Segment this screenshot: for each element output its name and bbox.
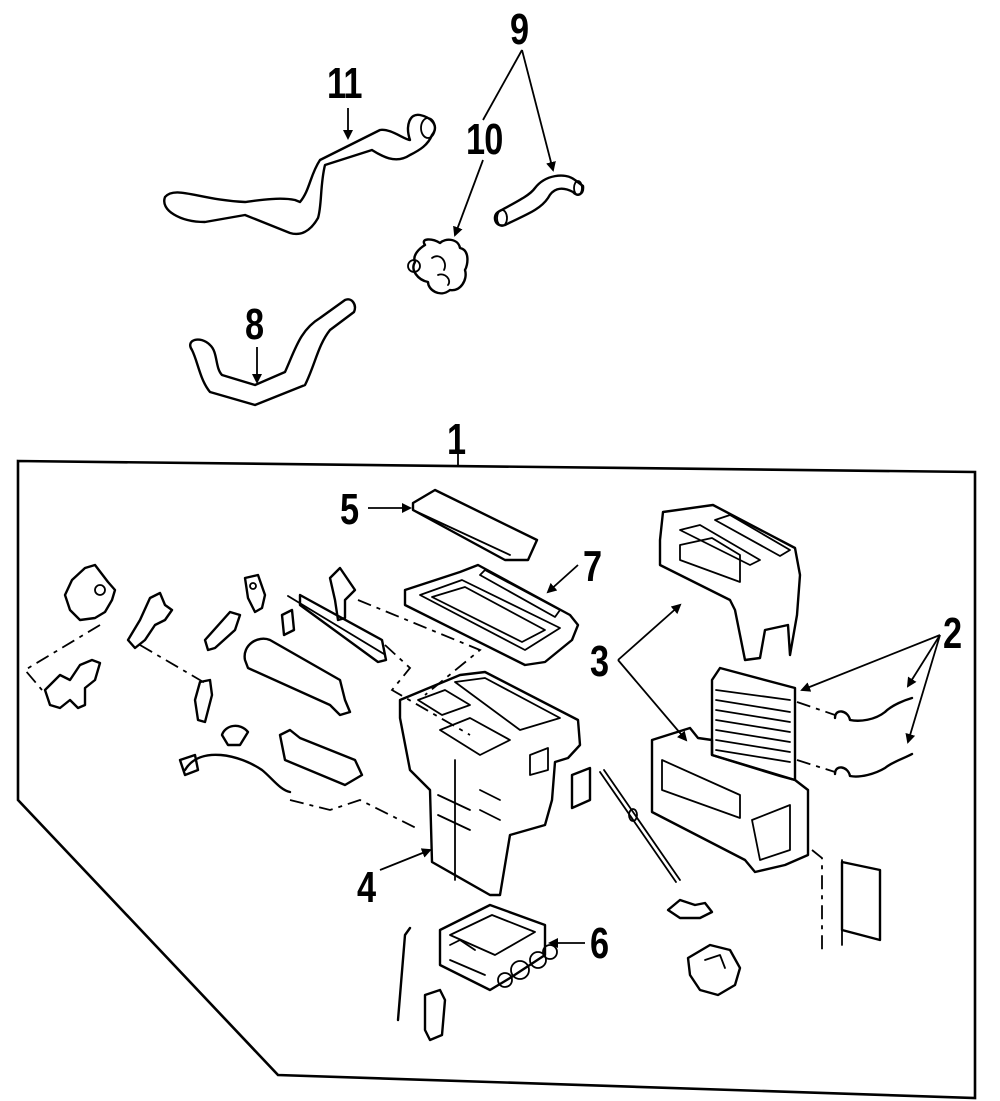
door-shaft[interactable]: [287, 593, 388, 664]
link-line-4: [289, 799, 421, 831]
link-line-3: [357, 599, 482, 736]
top-gasket-7[interactable]: [403, 563, 580, 667]
callout-2: 2: [943, 609, 962, 658]
clip-small[interactable]: [220, 724, 250, 747]
short-hose-9[interactable]: [493, 174, 585, 227]
link-line-1: [23, 624, 101, 691]
actuator-motor[interactable]: [63, 563, 117, 622]
callout-1: 1: [447, 415, 466, 464]
lower-case-4[interactable]: [398, 670, 582, 897]
foam-seal-plate[interactable]: [811, 849, 882, 950]
lower-case-half-3[interactable]: [650, 726, 810, 874]
lever-bracket-left[interactable]: [43, 658, 102, 710]
callout-7: 7: [583, 542, 602, 591]
callout-9: 9: [510, 5, 529, 54]
outlet-housing-6[interactable]: [438, 903, 558, 992]
clip[interactable]: [203, 610, 242, 652]
leader-3b: [617, 659, 688, 742]
callout-3: 3: [590, 637, 609, 686]
control-valve-10[interactable]: [407, 238, 469, 295]
crank-lever[interactable]: [243, 573, 267, 614]
damper-door[interactable]: [278, 728, 364, 787]
callout-8: 8: [245, 300, 264, 349]
upper-case-half-3[interactable]: [658, 503, 802, 662]
seal-pad-5[interactable]: [411, 488, 539, 562]
callout-6: 6: [590, 919, 609, 968]
rod-lower[interactable]: [396, 926, 412, 1022]
mode-door[interactable]: [243, 637, 352, 717]
assembly-frame-1: [16, 459, 977, 1100]
leader-2a: [800, 634, 941, 692]
aspirator-tube[interactable]: [599, 769, 681, 883]
small-bracket[interactable]: [280, 608, 296, 637]
leader-2b: [906, 634, 941, 688]
callout-11: 11: [327, 59, 362, 108]
leader-10: [453, 159, 484, 237]
callout-4: 4: [357, 863, 376, 912]
leader-9a: [482, 49, 523, 121]
heater-core-2[interactable]: [710, 666, 797, 782]
lower-hose-8[interactable]: [189, 298, 357, 407]
link-line-2: [139, 644, 206, 684]
wire-harness[interactable]: [178, 753, 292, 794]
heater-tubes-2[interactable]: [796, 696, 914, 778]
leader-2c: [905, 634, 941, 744]
upper-hose-11[interactable]: [163, 113, 437, 236]
small-seal[interactable]: [570, 766, 592, 810]
actuator-right[interactable]: [686, 943, 742, 997]
link-arm[interactable]: [126, 591, 174, 650]
leader-7: [546, 564, 579, 594]
callout-5: 5: [340, 485, 359, 534]
leader-3a: [617, 603, 682, 661]
leader-9b: [521, 49, 556, 172]
rod-end[interactable]: [193, 678, 214, 724]
leader-4: [379, 848, 432, 871]
callout-10: 10: [466, 115, 503, 164]
sensor-lower[interactable]: [423, 988, 447, 1042]
bracket-clip-right[interactable]: [666, 898, 714, 920]
bracket-arm[interactable]: [328, 566, 357, 622]
